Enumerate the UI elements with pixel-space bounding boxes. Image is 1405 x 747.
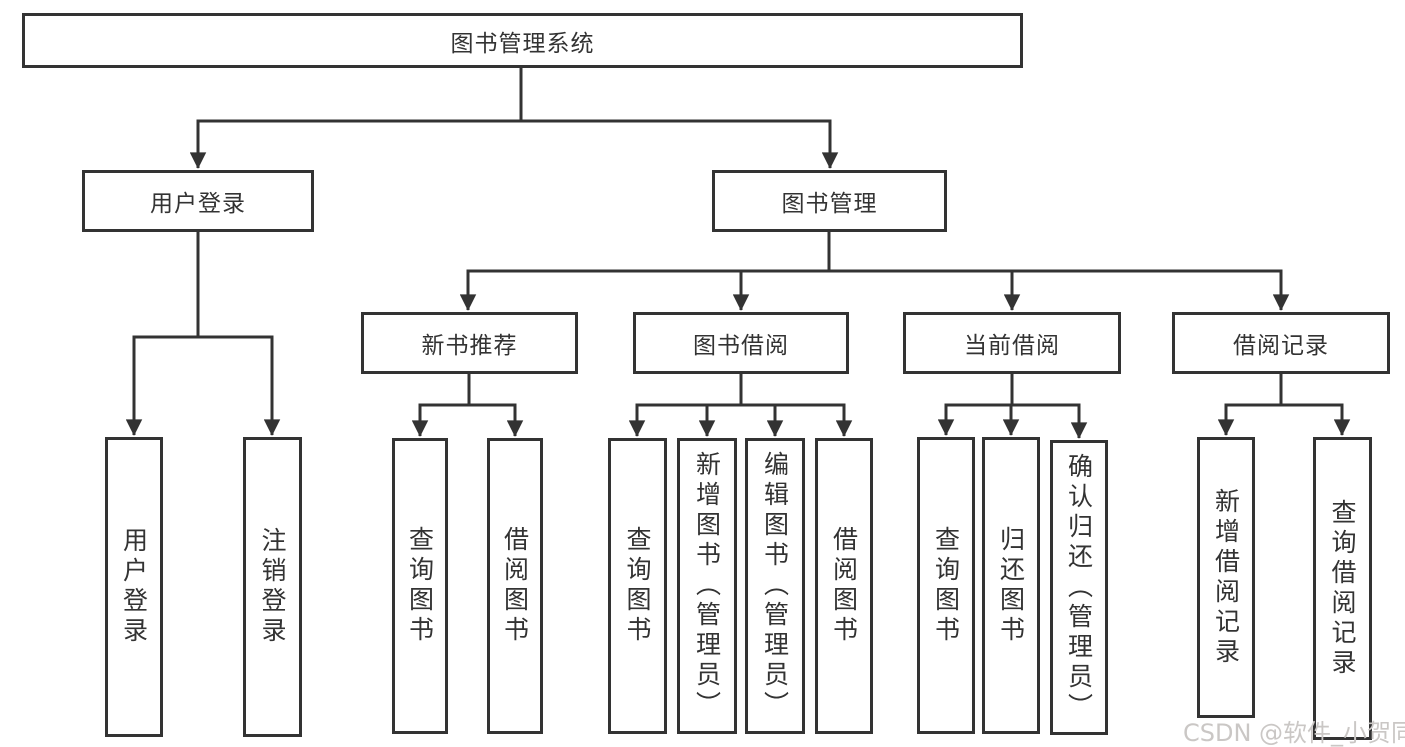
leaf-borrow-query-books: 查询图书 [608,438,667,734]
leaf-user-login: 用户登录 [105,437,163,737]
node-current-borrowing: 当前借阅 [903,312,1121,374]
node-current-borrowing-label: 当前借阅 [964,333,1060,359]
leaf-newrec-borrow-books-label: 借阅图书 [500,526,530,646]
leaf-borrow-add-books-admin-label: 新增图书（管理员） [692,451,722,721]
leaf-current-return-books-label: 归还图书 [996,525,1026,646]
leaf-current-query-books: 查询图书 [917,437,975,734]
leaf-borrow-edit-books-admin: 编辑图书（管理员） [745,438,805,734]
csdn-watermark: CSDN @软件_小贺同学 [1183,719,1405,747]
leaf-borrow-edit-books-admin-label: 编辑图书（管理员） [760,451,790,721]
node-new-book-recommend-label: 新书推荐 [421,333,518,359]
leaf-borrow-add-books-admin: 新增图书（管理员） [677,438,737,734]
leaf-records-query-record-label: 查询借阅记录 [1328,498,1357,679]
leaf-records-add-record: 新增借阅记录 [1197,437,1255,718]
leaf-records-query-record: 查询借阅记录 [1313,437,1372,740]
leaf-current-return-books: 归还图书 [982,437,1040,734]
node-root-label: 图书管理系统 [450,30,595,57]
node-book-management: 图书管理 [712,170,947,232]
node-user-login: 用户登录 [82,170,314,232]
leaf-records-add-record-label: 新增借阅记录 [1211,487,1241,668]
leaf-newrec-borrow-books: 借阅图书 [487,438,543,734]
leaf-current-confirm-return-admin-label: 确认归还（管理员） [1064,452,1094,723]
node-book-management-label: 图书管理 [781,191,878,217]
leaf-newrec-query-books-label: 查询图书 [405,526,435,646]
node-borrow-records-label: 借阅记录 [1233,333,1329,359]
leaf-current-query-books-label: 查询图书 [931,525,961,646]
node-borrow-records: 借阅记录 [1172,312,1390,374]
leaf-borrow-borrow-books: 借阅图书 [815,438,873,734]
node-book-borrowing-label: 图书借阅 [693,333,789,359]
node-root: 图书管理系统 [22,13,1023,68]
node-book-borrowing: 图书借阅 [633,312,849,374]
leaf-logout: 注销登录 [243,437,302,737]
leaf-borrow-query-books-label: 查询图书 [623,526,652,646]
leaf-borrow-borrow-books-label: 借阅图书 [829,526,859,646]
leaf-logout-label: 注销登录 [258,527,287,647]
leaf-newrec-query-books: 查询图书 [392,438,448,734]
node-new-book-recommend: 新书推荐 [361,312,578,374]
node-user-login-label: 用户登录 [150,191,246,217]
leaf-user-login-label: 用户登录 [119,527,149,647]
leaf-current-confirm-return-admin: 确认归还（管理员） [1050,440,1108,735]
